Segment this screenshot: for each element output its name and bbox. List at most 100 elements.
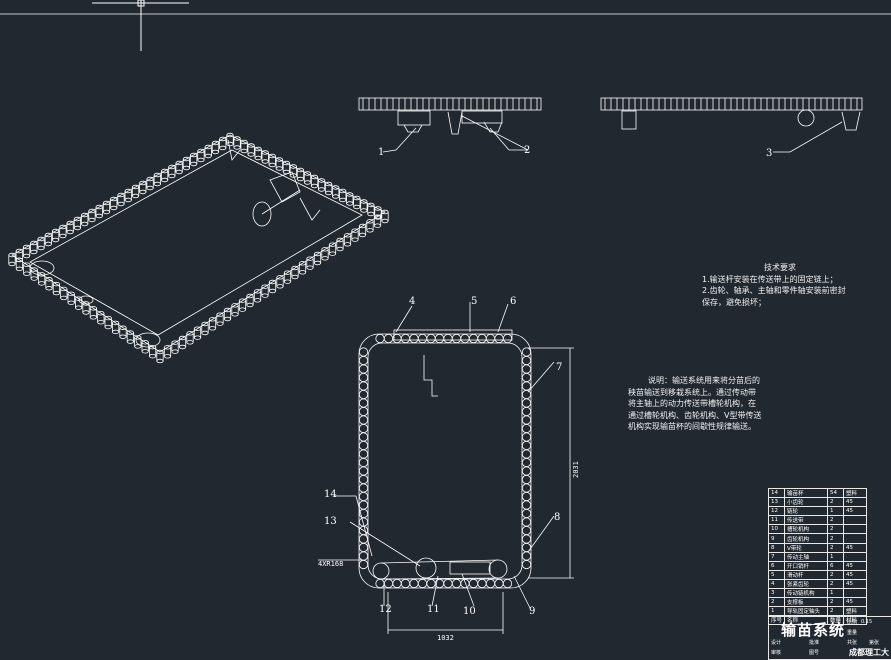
iso-cup — [75, 296, 83, 310]
dim-height: 2031 — [572, 461, 580, 478]
plan-cup — [521, 406, 532, 417]
iso-cup — [367, 202, 375, 217]
iso-cup — [366, 219, 374, 233]
bom-cell: 开口销杆 — [784, 560, 829, 571]
plan-cup — [358, 389, 369, 400]
plan-cup — [383, 333, 394, 344]
bom-cell — [843, 524, 868, 535]
iso-vbelt-pulley — [252, 201, 272, 227]
plan-cup — [443, 578, 453, 589]
iso-cup — [223, 307, 232, 322]
iso-cup — [104, 315, 112, 330]
iso-gear-small — [78, 295, 94, 305]
plan-cup — [521, 457, 532, 468]
iso-cup — [313, 251, 322, 266]
description-line: 秧苗输送到移栽系统上。通过传动带 — [628, 387, 756, 397]
iso-cup — [124, 188, 132, 203]
iso-cup — [276, 275, 284, 289]
iso-cup — [219, 136, 227, 151]
plan-cup — [358, 432, 369, 442]
bom-cell: V带轮 — [784, 542, 829, 553]
iso-cup — [328, 242, 337, 256]
title-block: 输苗系统 比例 0.15 设计 审核 批准 图号 重量 共张 第张 成都理工大 — [768, 616, 891, 660]
iso-cup — [360, 199, 368, 213]
plan-cup — [521, 551, 532, 561]
iso-cup — [204, 144, 212, 159]
plan-cup — [358, 483, 369, 493]
iso-cup — [148, 344, 157, 359]
iso-cup — [89, 306, 98, 320]
bom-cell: 9 — [767, 533, 786, 544]
bom-cell: 2 — [827, 569, 845, 580]
iso-cup — [59, 224, 67, 239]
iso-cup — [97, 311, 105, 325]
iso-cup — [197, 148, 205, 163]
bom-cell: 传送带 — [784, 515, 829, 526]
bom-cell: 7 — [767, 551, 786, 562]
iso-cup — [261, 150, 269, 164]
iso-cup — [325, 181, 333, 196]
callout-14: 14 — [324, 489, 337, 500]
iso-cup — [275, 157, 283, 171]
plan-cup — [358, 364, 369, 374]
iso-cup — [45, 277, 53, 291]
description-line: 通过槽轮机构、齿轮机构、V型带传送 — [628, 410, 762, 420]
iso-cup — [261, 284, 269, 298]
plan-cup — [375, 578, 385, 589]
plan-cup — [358, 347, 369, 357]
iso-cup — [30, 267, 38, 281]
bom-cell: 14 — [767, 487, 786, 499]
plan-cup — [521, 508, 532, 519]
iso-cup — [240, 139, 248, 154]
bom-cell: 45 — [843, 542, 868, 553]
tech-req-line: 2.齿轮、轴承、主轴和零件轴安装前密封 — [702, 286, 846, 295]
plan-cup — [521, 500, 532, 510]
iso-cup — [268, 279, 277, 294]
bom-cell: 3 — [767, 588, 786, 599]
plan-cup — [460, 333, 470, 344]
iso-cup — [37, 236, 45, 251]
dim-radius: 4XR168 — [318, 560, 343, 568]
tb-cell: 图号 — [809, 650, 820, 656]
plan-cup — [409, 578, 419, 589]
plan-cup — [468, 333, 479, 344]
plan-cup — [477, 578, 487, 589]
bom-cell: 2 — [827, 533, 845, 544]
plan-cup — [358, 551, 369, 561]
plan-cup — [358, 542, 369, 553]
iso-cup — [336, 237, 344, 252]
iso-cup — [15, 248, 23, 263]
bom-cell: 塑料 — [843, 606, 868, 617]
iso-cup — [112, 320, 120, 335]
plan-cup — [451, 578, 462, 589]
iso-cup — [226, 132, 234, 147]
iso-cup — [298, 261, 307, 275]
iso-cup — [73, 216, 82, 231]
plan-cup — [358, 474, 369, 485]
bom-cell: 4 — [767, 578, 786, 590]
callout-labels: 1 2 3 4 5 6 7 8 9 10 11 12 13 14 — [324, 145, 772, 617]
plan-cup — [521, 559, 532, 570]
plan-cup — [521, 423, 532, 434]
bom-cell: 54 — [827, 487, 845, 499]
plan-cup — [392, 578, 402, 589]
iso-cup — [296, 167, 305, 182]
callout-13: 13 — [324, 516, 337, 527]
plan-cup — [417, 578, 428, 589]
plan-gear-small — [415, 557, 437, 579]
bom-cell: 张紧齿轮 — [784, 578, 829, 590]
iso-cup — [253, 289, 262, 303]
bom-cell: 滑动杆 — [784, 569, 829, 580]
plan-cup — [400, 578, 411, 589]
plan-cup — [417, 333, 428, 344]
bom-cell: 45 — [843, 597, 868, 608]
drawing-title: 输苗系统 — [781, 621, 846, 639]
tb-cell: 批准 — [809, 640, 820, 646]
iso-cup — [216, 312, 224, 326]
plan-crank — [423, 355, 438, 397]
bom-cell — [843, 533, 868, 544]
